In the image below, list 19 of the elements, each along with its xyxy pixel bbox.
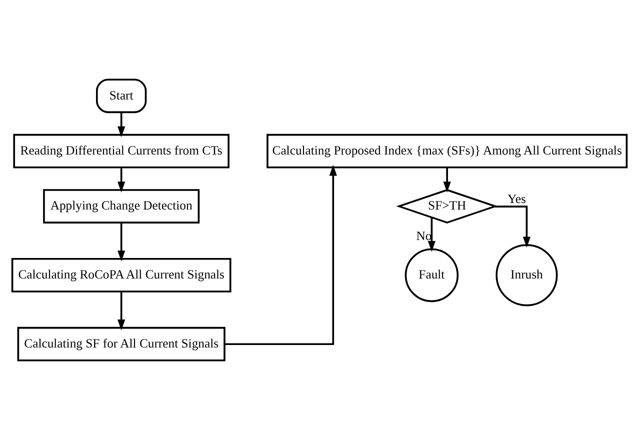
arrow — [224, 164, 337, 344]
arrow — [443, 167, 451, 192]
arrow — [118, 222, 126, 261]
arrow — [494, 205, 531, 248]
node-box: Calculating Proposed Index {max (SFs)} Among All Current Signals — [266, 133, 628, 168]
node-box: Start — [96, 78, 147, 113]
node-box: Applying Change Detection — [43, 188, 200, 223]
node-box: Reading Differential Currents from CTs — [13, 133, 230, 168]
arrow — [118, 112, 126, 137]
node-circle: Inrush — [496, 244, 558, 306]
node-box: Calculating RoCoPA All Current Signals — [11, 258, 232, 292]
arrow — [118, 167, 126, 192]
node-diamond: SF>TH — [396, 188, 498, 224]
edge-label: No — [416, 228, 432, 242]
node-box: Calculating SF for All Current Signals — [17, 326, 226, 361]
arrow — [428, 217, 436, 252]
node-circle: Fault — [404, 248, 459, 302]
edge-label: Yes — [507, 192, 526, 206]
arrow — [118, 291, 126, 330]
